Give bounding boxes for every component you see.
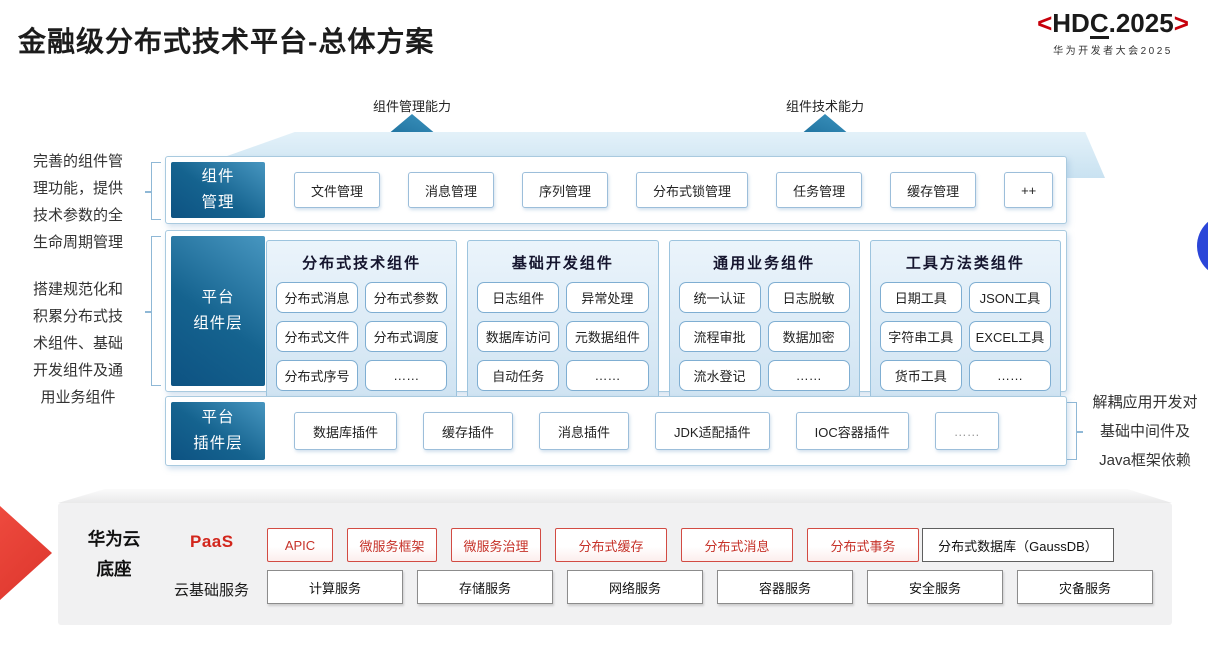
iaas-box: 网络服务: [567, 570, 703, 604]
page-title: 金融级分布式技术平台-总体方案: [18, 26, 435, 57]
iaas-box: 容器服务: [717, 570, 853, 604]
paas-box: 分布式事务: [807, 528, 919, 562]
group-distributed-tech: 分布式技术组件 分布式消息分布式参数分布式文件分布式调度分布式序号……: [266, 240, 458, 402]
iaas-box: 安全服务: [867, 570, 1003, 604]
component-box: 统一认证: [678, 282, 761, 313]
foundation-panel: [58, 503, 1172, 625]
row-platform-components: 平台 组件层 分布式技术组件 分布式消息分布式参数分布式文件分布式调度分布式序号…: [165, 230, 1067, 402]
component-box: 流程审批: [678, 321, 761, 352]
component-box: 字符串工具: [879, 321, 962, 352]
paas-box: 微服务治理: [451, 528, 541, 562]
note-line: 术组件、基础: [32, 335, 123, 352]
component-box: ……: [365, 360, 448, 391]
note-line: 开发组件及通: [32, 362, 123, 379]
component-groups: 分布式技术组件 分布式消息分布式参数分布式文件分布式调度分布式序号…… 基础开发…: [266, 240, 1061, 402]
component-box: EXCEL工具: [968, 321, 1051, 352]
component-box: 元数据组件: [566, 321, 649, 352]
note-line: 解耦应用开发对: [1092, 394, 1198, 411]
component-box: 缓存管理: [890, 172, 977, 208]
component-box: 货币工具: [879, 360, 962, 391]
plugin-box: ……: [934, 412, 999, 450]
component-box: 数据加密: [767, 321, 850, 352]
arrow-label-management: 组件管理能力: [372, 99, 451, 114]
iaas-items: 计算服务存储服务网络服务容器服务安全服务灾备服务: [267, 570, 1153, 604]
component-box: 消息管理: [408, 172, 495, 208]
plugin-box: 消息插件: [539, 412, 630, 450]
note-line: 搭建规范化和: [32, 281, 123, 298]
component-box: 任务管理: [776, 172, 863, 208]
row-label-platform-components: 平台 组件层: [171, 236, 265, 386]
paas-box: 分布式消息: [681, 528, 793, 562]
component-box: ……: [968, 360, 1051, 391]
note-line: 技术参数的全: [32, 207, 123, 224]
component-box: ……: [566, 360, 649, 391]
row-platform-plugins: 平台 插件层 数据库插件缓存插件消息插件 JDK适配插件 IOC容器插件 ……: [165, 396, 1067, 466]
component-box: 序列管理: [522, 172, 609, 208]
component-box: 流水登记: [678, 360, 761, 391]
paas-label: PaaS: [190, 532, 234, 551]
plugin-items: 数据库插件缓存插件消息插件 JDK适配插件 IOC容器插件 ……: [294, 397, 1058, 465]
component-box: 文件管理: [294, 172, 381, 208]
note-left-bottom: 搭建规范化和积累分布式技术组件、基础开发组件及通用业务组件: [8, 276, 148, 411]
component-box: ++: [1004, 172, 1054, 208]
gaussdb-box: 分布式数据库（GaussDB）: [922, 528, 1114, 562]
plugin-box: 数据库插件: [294, 412, 398, 450]
component-box: 分布式参数: [365, 282, 448, 313]
note-line: 完善的组件管: [32, 153, 123, 170]
hdc-logo-subtitle: 华为开发者大会2025: [1053, 46, 1173, 57]
component-mgmt-items: 文件管理消息管理序列管理分布式锁管理任务管理缓存管理 ++: [294, 157, 1058, 223]
row-label-component-mgmt: 组件 管理: [171, 162, 265, 218]
component-box: 日期工具: [879, 282, 962, 313]
note-line: 用业务组件: [40, 389, 116, 406]
component-box: 异常处理: [566, 282, 649, 313]
note-line: 积累分布式技: [32, 308, 123, 325]
paas-box: 微服务框架: [347, 528, 437, 562]
iaas-box: 存储服务: [417, 570, 553, 604]
row-label-platform-plugins: 平台 插件层: [171, 402, 265, 460]
component-box: 自动任务: [477, 360, 560, 391]
arrow-label-technology: 组件技术能力: [785, 99, 864, 114]
foundation-label: 华为云 底座: [87, 529, 141, 579]
hdc-logo-text: <HDC.2025>: [1037, 8, 1189, 39]
note-line: 基础中间件及: [1099, 423, 1190, 440]
logo-left-bracket: <: [1037, 8, 1053, 38]
note-line: 生命周期管理: [32, 234, 123, 251]
foundation-top-face: [58, 489, 1172, 503]
component-box: 分布式序号: [276, 360, 359, 391]
note-line: 理功能，提供: [32, 180, 123, 197]
component-box: ……: [767, 360, 850, 391]
component-box: 分布式调度: [365, 321, 448, 352]
group-common-business: 通用业务组件 统一认证日志脱敏流程审批数据加密流水登记……: [668, 240, 860, 402]
plugin-box: IOC容器插件: [795, 412, 909, 450]
note-right: 解耦应用开发对基础中间件及 Java框架依赖: [1084, 388, 1206, 475]
component-box: 数据库访问: [477, 321, 560, 352]
group-basic-dev: 基础开发组件 日志组件异常处理数据库访问元数据组件自动任务……: [467, 240, 659, 402]
plugin-box: 缓存插件: [423, 412, 514, 450]
bracket-left-row2: [145, 236, 161, 386]
paas-box: 分布式缓存: [555, 528, 667, 562]
paas-box: APIC: [267, 528, 333, 562]
component-box: JSON工具: [968, 282, 1051, 313]
red-arrow-icon: [0, 506, 52, 600]
row-component-mgmt: 组件 管理 文件管理消息管理序列管理分布式锁管理任务管理缓存管理 ++: [165, 156, 1067, 224]
blue-circle-decoration: [1197, 214, 1208, 278]
iaas-label: 云基础服务: [174, 582, 250, 599]
note-line: Java框架依赖: [1099, 452, 1191, 469]
hdc-logo: <HDC.2025> 华为开发者大会2025: [1022, 8, 1204, 57]
plugin-box: JDK适配插件: [655, 412, 770, 450]
component-box: 分布式锁管理: [636, 172, 749, 208]
component-box: 分布式文件: [276, 321, 359, 352]
logo-right-bracket: >: [1173, 8, 1189, 38]
note-left-top: 完善的组件管理功能，提供技术参数的全生命周期管理: [8, 148, 148, 256]
bracket-left-row1: [145, 162, 161, 220]
iaas-box: 计算服务: [267, 570, 403, 604]
component-box: 分布式消息: [276, 282, 359, 313]
bracket-right-row3: [1067, 402, 1083, 460]
component-box: 日志组件: [477, 282, 560, 313]
paas-items: APIC 微服务框架微服务治理分布式缓存分布式消息分布式事务: [267, 528, 919, 562]
iaas-box: 灾备服务: [1017, 570, 1153, 604]
component-box: 日志脱敏: [767, 282, 850, 313]
